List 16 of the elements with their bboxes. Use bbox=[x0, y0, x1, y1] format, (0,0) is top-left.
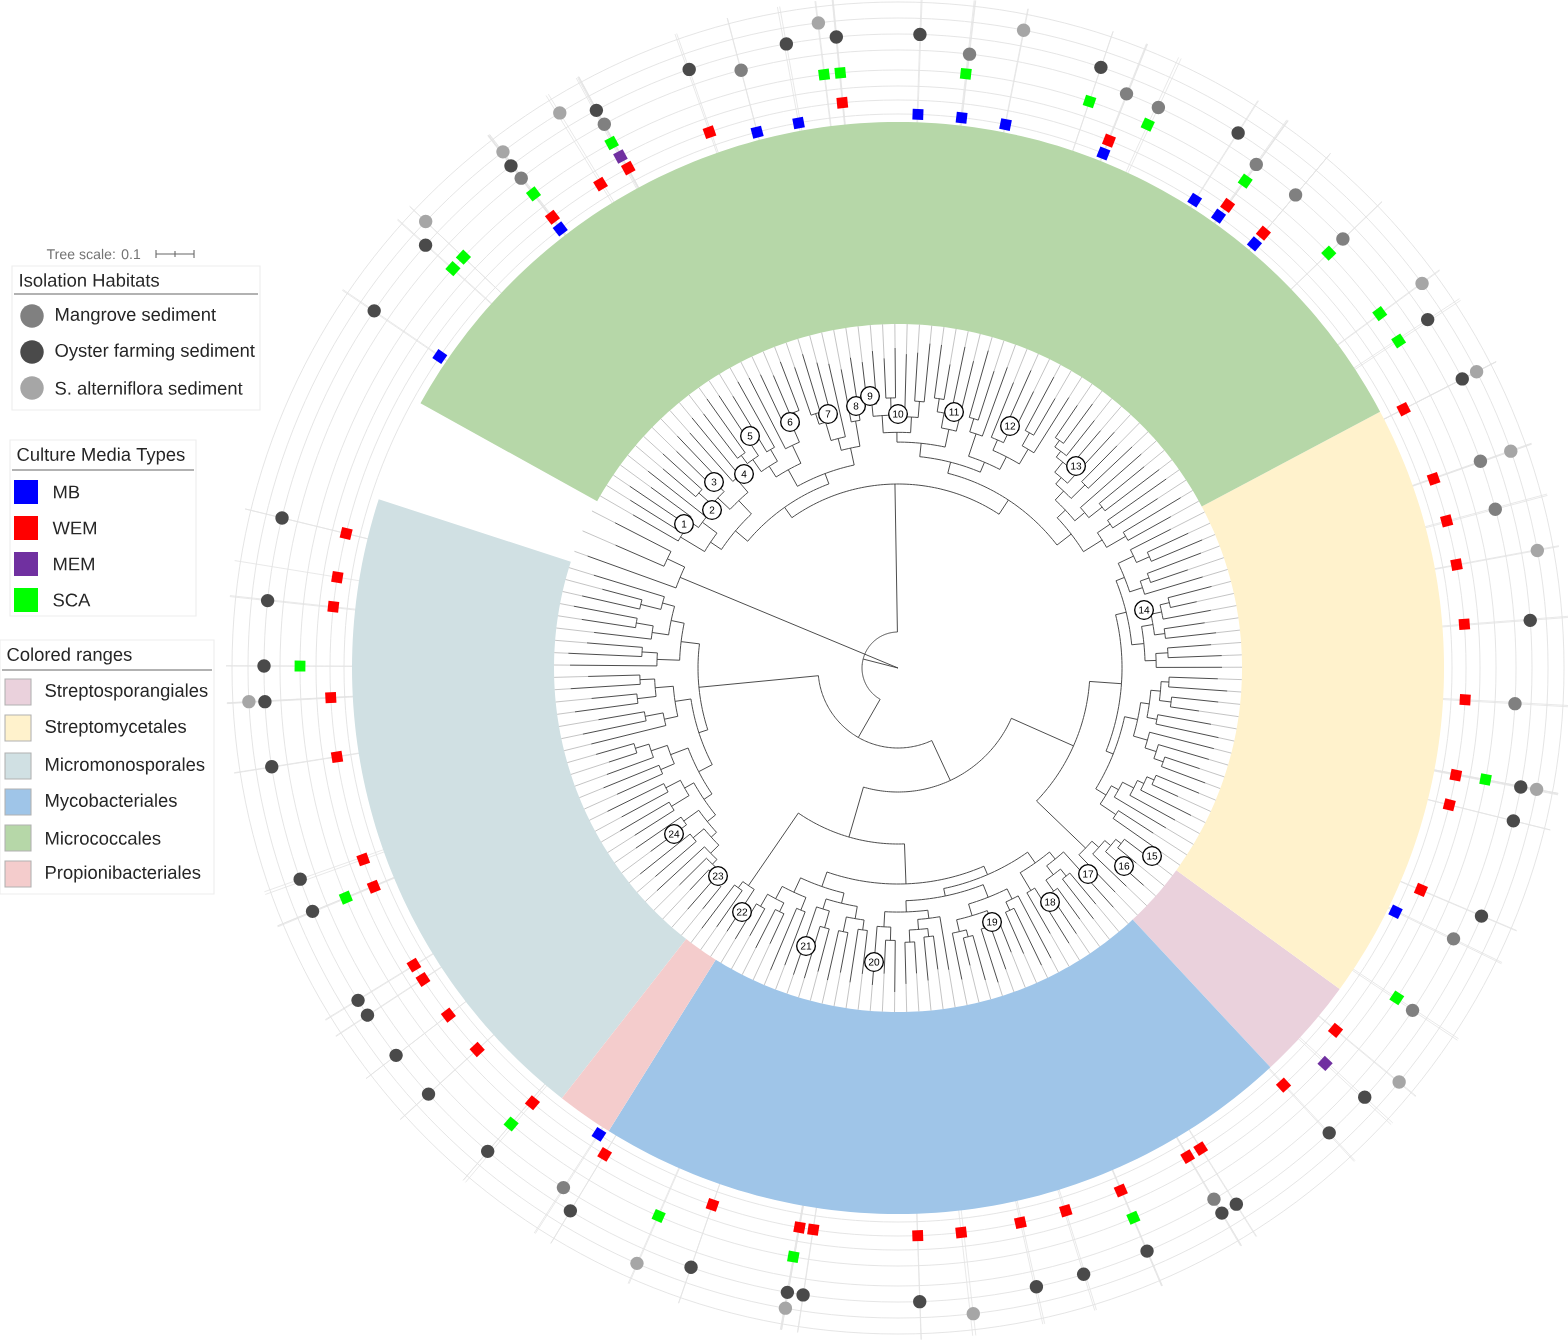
legend-title: Colored ranges bbox=[7, 647, 132, 665]
legend-title: Culture Media Types bbox=[17, 447, 185, 465]
legend-label: MB bbox=[54, 485, 80, 499]
legend-label: Micrococcales bbox=[46, 831, 161, 845]
legend-label: Propionibacteriales bbox=[46, 865, 201, 883]
legend-label: Mycobacteriales bbox=[46, 793, 177, 811]
legend-label: WEM bbox=[52, 521, 96, 535]
legend-label: Oyster farming sediment bbox=[55, 343, 255, 361]
legend-label: Mangrove sediment bbox=[56, 307, 216, 325]
legend-label: Micromonosporales bbox=[46, 757, 205, 775]
legend-label: S. alterniflora sediment bbox=[55, 381, 243, 395]
legend-label: Streptomycetales bbox=[45, 719, 186, 737]
legend-label: MEM bbox=[54, 557, 94, 571]
legend-title: Isolation Habitats bbox=[20, 273, 159, 287]
legend-label: SCA bbox=[53, 593, 91, 607]
legend-label: Streptosporangiales bbox=[45, 683, 208, 701]
